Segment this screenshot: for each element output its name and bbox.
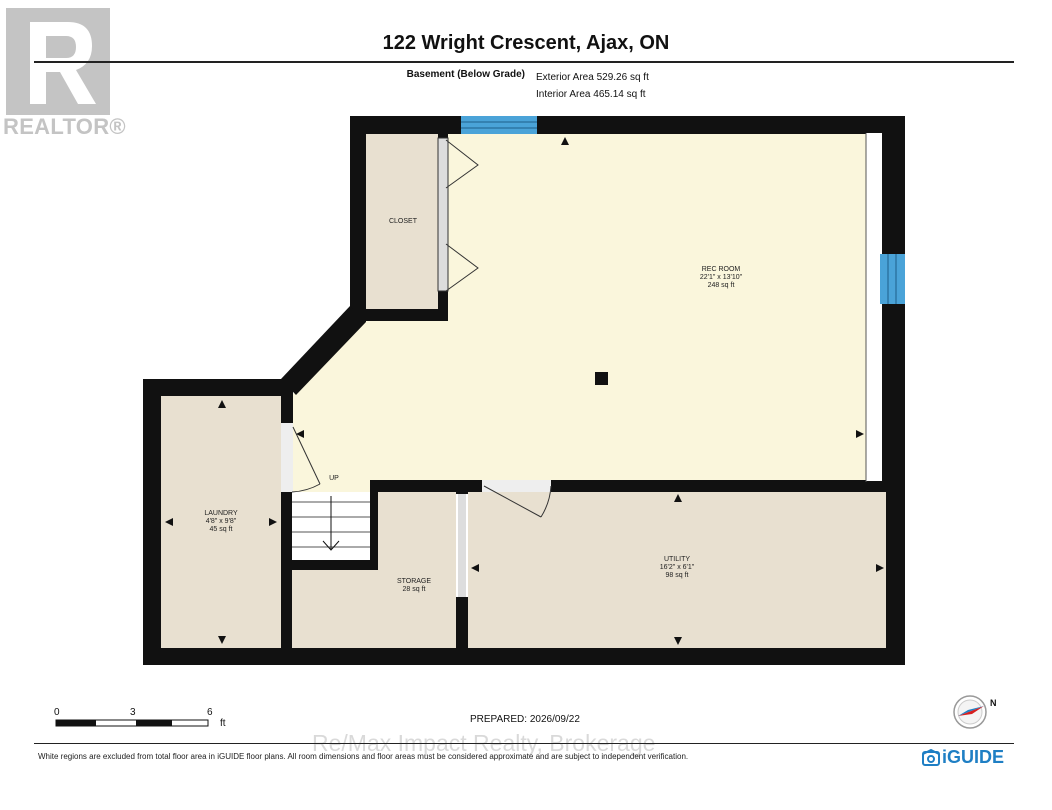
wall-closet-south (350, 309, 448, 321)
stairs-up-label: UP (329, 475, 339, 482)
area-summary: Exterior Area 529.26 sq ft Interior Area… (536, 69, 649, 103)
excluded-strip (866, 133, 882, 481)
laundry-dims: 4'8" x 9'8" (205, 518, 237, 525)
wall-north (350, 116, 905, 134)
arrow-rec-right (856, 430, 864, 438)
wall-storage-east-top (456, 480, 468, 494)
page-title: 122 Wright Crescent, Ajax, ON (382, 32, 670, 54)
arrow-laundry-bottom (218, 636, 226, 644)
arrow-utility-right (876, 564, 884, 572)
iguide-mark-icon (922, 749, 940, 766)
laundry-door (281, 423, 321, 493)
arrow-laundry-right (269, 518, 277, 526)
scale-tick-6: 6 (207, 707, 213, 718)
arrow-utility-left (471, 564, 479, 572)
scale-tick-0: 0 (54, 707, 60, 718)
dimension-arrows (165, 137, 884, 645)
laundry-area: 45 sq ft (209, 526, 233, 533)
utility-area: 98 sq ft (665, 572, 689, 579)
rec-room-area: 248 sq ft (707, 282, 735, 289)
prepared-date: PREPARED: 2026/09/22 (470, 714, 580, 725)
window-north (461, 116, 537, 134)
footer-divider (34, 743, 1014, 744)
wall-south (143, 648, 905, 665)
wall-closet-east-top (438, 116, 448, 138)
closet-floor (366, 133, 448, 311)
arrow-rec-left (296, 430, 304, 438)
utility-name: UTILITY (663, 556, 691, 563)
wall-laundry-east-bottom (281, 492, 292, 657)
arrow-rec-top (561, 137, 569, 145)
disclaimer-text: White regions are excluded from total fl… (38, 752, 689, 761)
compass-north-letter: N (990, 698, 997, 708)
exterior-area: Exterior Area 529.26 sq ft (536, 72, 649, 83)
wall-laundry-west (143, 379, 161, 665)
wall-stair-east (370, 480, 378, 568)
arrow-utility-top (674, 494, 682, 502)
closet-doors (437, 137, 479, 292)
scale-bar (55, 719, 209, 727)
stairs (292, 496, 370, 551)
utility-door (482, 480, 552, 518)
arrow-laundry-top (218, 400, 226, 408)
iguide-wordmark: iGUIDE (942, 747, 1005, 767)
iguide-logo: iGUIDE (922, 747, 1012, 771)
utility-dims: 16'2" x 6'1" (659, 564, 695, 571)
rec-room-floor (292, 133, 866, 555)
wall-utility-north-left (370, 480, 482, 492)
rec-room-label: REC ROOM 22'1" x 13'10" 248 sq ft (676, 266, 766, 290)
level-name: Basement (Below Grade) (406, 69, 525, 80)
utility-floor (468, 490, 886, 648)
support-column (595, 372, 608, 385)
storage-opening (458, 494, 466, 597)
wall-closet-west (350, 116, 366, 322)
wall-stair-south (292, 560, 378, 570)
wall-east-lower (886, 482, 905, 665)
interior-area: Interior Area 465.14 sq ft (536, 89, 646, 100)
laundry-label: LAUNDRY 4'8" x 9'8" 45 sq ft (186, 510, 256, 534)
realtor-wordmark: REALTOR® (3, 114, 126, 139)
wall-utility-north-right (551, 480, 886, 492)
storage-name: STORAGE (396, 578, 432, 585)
wall-diagonal (281, 306, 366, 395)
wall-laundry-east-top (281, 379, 293, 423)
compass-icon: N (950, 694, 1000, 734)
arrow-laundry-left (165, 518, 173, 526)
laundry-name: LAUNDRY (204, 510, 238, 517)
scale-tick-3: 3 (130, 707, 136, 718)
rec-room-name: REC ROOM (701, 266, 741, 273)
walls (143, 116, 905, 665)
wall-laundry-north (143, 379, 293, 396)
wall-storage-east-bottom (456, 597, 468, 655)
storage-label: STORAGE 28 sq ft (384, 578, 444, 594)
utility-label: UTILITY 16'2" x 6'1" 98 sq ft (642, 556, 712, 580)
scale-unit: ft (220, 718, 226, 729)
storage-area: 28 sq ft (402, 586, 426, 593)
wall-closet-east-bottom (438, 291, 448, 321)
closet-label: CLOSET (380, 218, 426, 226)
closet-name: CLOSET (388, 218, 417, 225)
laundry-floor (161, 396, 281, 648)
window-east (880, 254, 905, 304)
windows (461, 116, 905, 304)
header-divider (34, 61, 1014, 63)
arrow-utility-bottom (674, 637, 682, 645)
rec-room-dims: 22'1" x 13'10" (699, 274, 743, 281)
